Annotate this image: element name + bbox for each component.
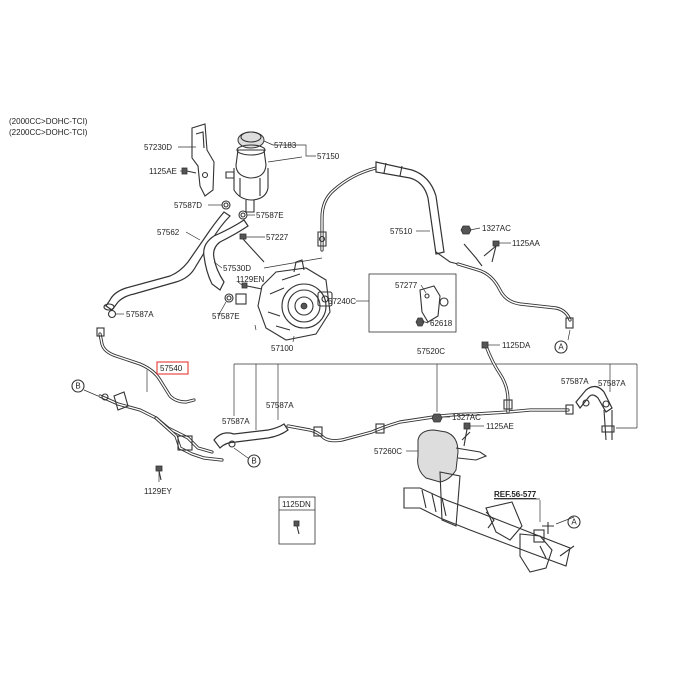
svg-text:B: B: [251, 457, 256, 466]
bracket-assembly-box: [368, 273, 457, 333]
label-1125da: 1125DA: [502, 341, 531, 350]
label-57562: 57562: [157, 228, 180, 237]
nut-1327ac-top: [460, 225, 472, 235]
leader-lines: [116, 140, 575, 525]
label-57230d: 57230D: [144, 143, 172, 152]
connector-a-bottom: A: [567, 515, 581, 529]
label-57587a-right1: 57587A: [561, 377, 589, 386]
pressure-hose-57510: [317, 161, 574, 329]
svg-text:B: B: [75, 382, 80, 391]
label-57587e-mid: 57587E: [212, 312, 240, 321]
label-57587a-mid: 57587A: [266, 401, 294, 410]
label-1125aa: 1125AA: [512, 239, 541, 248]
bolt-1129en: [241, 282, 263, 290]
label-57540: 57540: [160, 364, 183, 373]
label-57587a-left: 57587A: [126, 310, 154, 319]
label-57587d: 57587D: [174, 201, 202, 210]
hose-clamp-57587e-mid: [224, 293, 234, 303]
pipe-assembly-57520c: [233, 344, 638, 443]
label-62618: 62618: [430, 319, 453, 328]
bolt-1125dn-box: [278, 496, 316, 545]
label-57240c: 57240C: [328, 297, 356, 306]
label-1129ey: 1129EY: [144, 487, 173, 496]
bolt-1125ae-top: [181, 167, 197, 175]
nut-1327ac-mid: [431, 413, 443, 423]
bolt-57227: [239, 233, 265, 263]
label-1327ac-mid: 1327AC: [452, 413, 481, 422]
label-57260c: 57260C: [374, 447, 402, 456]
label-57520c: 57520C: [417, 347, 445, 356]
connector-a-top: A: [554, 340, 568, 354]
hose-clamp-57587d: [221, 200, 231, 210]
highlight-box-57540: [156, 361, 189, 375]
label-57183: 57183: [274, 141, 297, 150]
label-1125ae-top: 1125AE: [149, 167, 177, 176]
label-57227: 57227: [266, 233, 289, 242]
connector-b-left: B: [71, 379, 99, 397]
reference-label: REF.56-577: [494, 490, 537, 499]
reservoir-tank: [225, 131, 269, 213]
return-hose-lower: [213, 423, 289, 449]
label-1125dn: 1125DN: [282, 500, 311, 509]
hose-clamp-57587a-left: [107, 309, 117, 319]
reservoir-bracket: [191, 123, 215, 197]
hose-clamp-57587e-top: [238, 210, 248, 220]
label-1129en: 1129EN: [236, 275, 265, 284]
label-57100: 57100: [271, 344, 294, 353]
label-1327ac-top: 1327AC: [482, 224, 511, 233]
cooler-bracket-57260c: [417, 429, 488, 483]
return-hose: [203, 219, 249, 291]
engine-note-2200cc: (2200CC>DOHC-TCI): [9, 128, 88, 137]
label-57510: 57510: [390, 227, 413, 236]
pipe-assembly-57540: [96, 327, 224, 462]
label-57150: 57150: [317, 152, 340, 161]
label-57587a-right2: 57587A: [598, 379, 626, 388]
svg-text:A: A: [571, 518, 577, 527]
engine-note-2000cc: (2000CC>DOHC-TCI): [9, 117, 88, 126]
connector-b-mid: B: [233, 447, 261, 468]
bolt-1125da: [481, 341, 489, 349]
svg-text:A: A: [558, 343, 564, 352]
steering-gear-rack: [403, 471, 575, 573]
label-57587a-low: 57587A: [222, 417, 250, 426]
label-57530d: 57530D: [223, 264, 251, 273]
power-steering-pump: [235, 259, 333, 341]
label-57587e-top: 57587E: [256, 211, 284, 220]
part-labels: 57230D 57183 57150 1125AE 57587D 57587E …: [126, 141, 626, 509]
bolt-1125aa: [491, 240, 500, 263]
label-1125ae-mid: 1125AE: [486, 422, 514, 431]
label-57277: 57277: [395, 281, 418, 290]
